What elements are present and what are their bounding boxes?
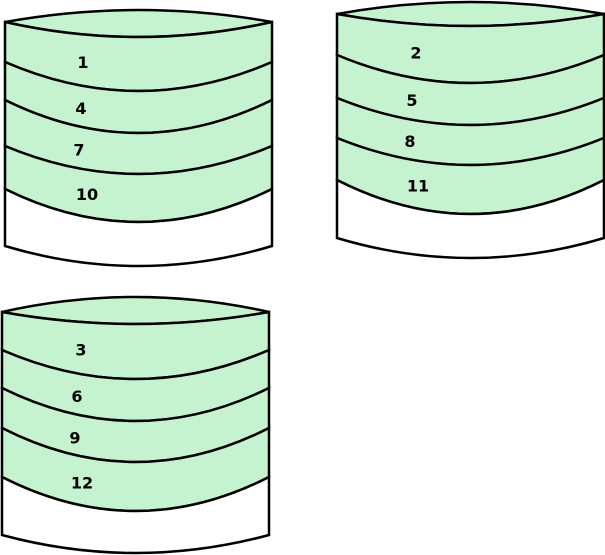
band-label: 5 [406, 91, 417, 110]
band-label: 10 [76, 185, 98, 204]
empty-capacity-region [3, 186, 274, 268]
cylinder-a: 1 4 7 10 [3, 8, 274, 268]
band-label: 7 [73, 141, 84, 160]
band-label: 8 [404, 132, 415, 151]
empty-capacity-region [0, 474, 271, 555]
cylinder-b: 2 5 8 11 [335, 0, 605, 260]
band-label: 1 [77, 53, 88, 72]
band-label: 9 [69, 429, 80, 448]
band-label: 11 [407, 177, 429, 196]
band-label: 12 [71, 474, 93, 493]
band-label: 4 [75, 99, 86, 118]
band-label: 6 [71, 387, 82, 406]
empty-capacity-region [335, 177, 605, 260]
cylinder-c: 3 6 9 12 [0, 295, 271, 555]
band-label: 3 [75, 341, 86, 360]
band-label: 2 [410, 44, 421, 63]
